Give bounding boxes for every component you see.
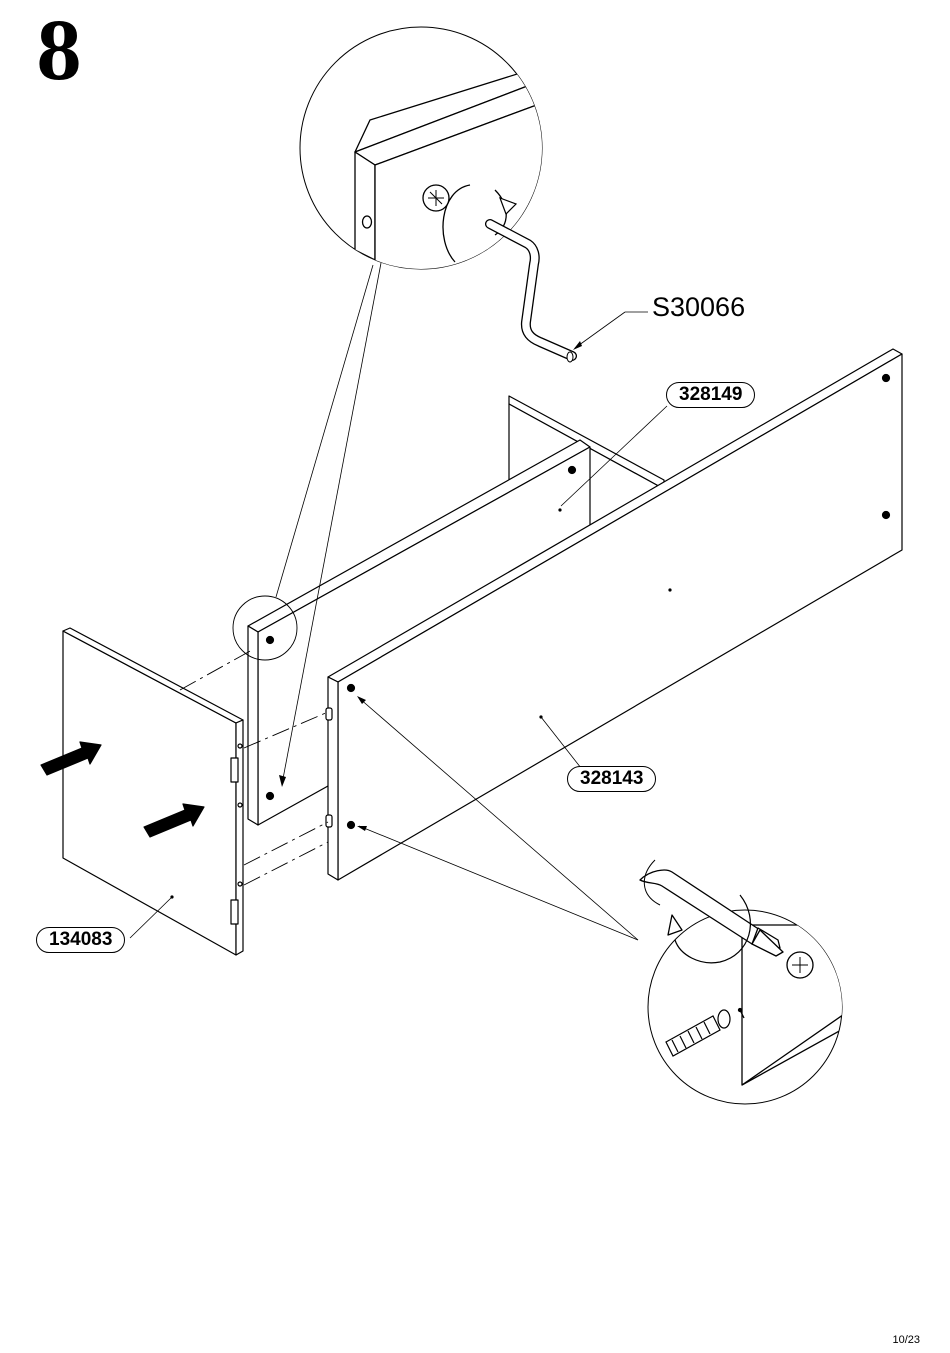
part-label-side-panel: 134083 [36, 927, 125, 953]
cam-hole [267, 637, 274, 644]
step-number: 8 [36, 14, 82, 92]
page-number: 10/23 [892, 1334, 920, 1346]
cam-hole [883, 375, 890, 382]
part-label-front-panel: 328143 [567, 766, 656, 792]
cam-hole [883, 512, 890, 519]
side-panel-134083 [63, 628, 243, 955]
tool-label: S30066 [652, 292, 745, 323]
cam-hole [569, 467, 576, 474]
cam-hole [348, 685, 355, 692]
cam-hole [267, 793, 274, 800]
part-label-top-panel: 328149 [666, 382, 755, 408]
cam-lock-detail [300, 27, 573, 362]
cam-hole [348, 822, 355, 829]
